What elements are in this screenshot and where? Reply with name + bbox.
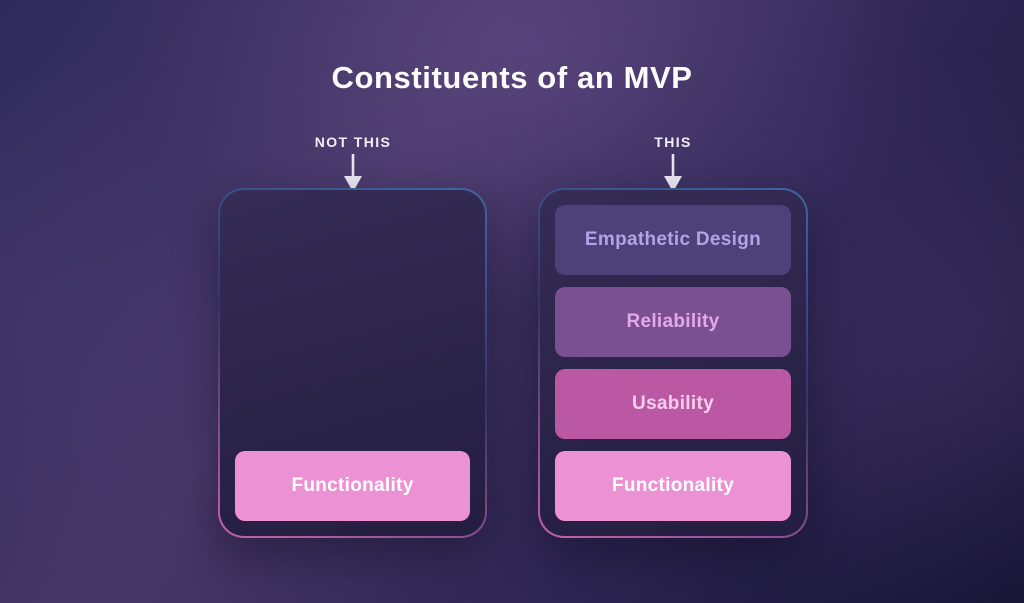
down-arrow-icon [344,154,362,192]
page-title: Constituents of an MVP [331,60,693,95]
panel-this: Empathetic Design Reliability Usability … [538,188,808,538]
tile-usability: Usability [555,369,791,439]
tile-reliability: Reliability [555,287,791,357]
label-not-this: NOT THIS [314,134,392,150]
panel-this-body: Empathetic Design Reliability Usability … [540,190,806,536]
tile-functionality: Functionality [555,451,791,521]
label-this: THIS [654,134,692,150]
down-arrow-icon [664,154,682,192]
panel-not-this-body: Functionality [220,190,485,536]
panel-not-this: Functionality [218,188,487,538]
tile-empathetic-design: Empathetic Design [555,205,791,275]
tile-functionality: Functionality [235,451,470,521]
